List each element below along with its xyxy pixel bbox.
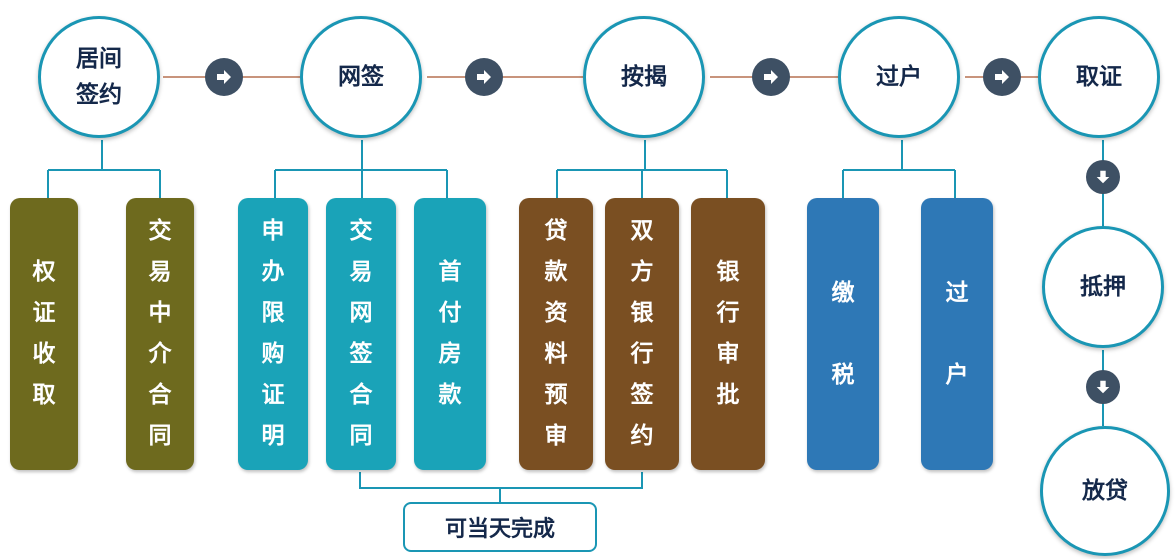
arrow-down-icon	[1086, 160, 1120, 194]
substep-label: 交易中介合同	[148, 218, 172, 449]
bracket-3	[556, 140, 728, 198]
substep-agency-contract: 交易中介合同	[126, 198, 194, 470]
substep-online-contract: 交易网签合同	[326, 198, 396, 470]
step-label: 放贷	[1082, 478, 1128, 504]
step-label: 按揭	[621, 64, 667, 90]
substep-pay-tax: 缴 税	[807, 198, 879, 470]
step-label: 抵押	[1080, 274, 1126, 300]
substep-label: 过 户	[945, 279, 969, 388]
step-label: 过户	[876, 64, 922, 90]
substep-loan-prereview: 贷款资料预审	[519, 198, 593, 470]
substep-label: 双方银行签约	[630, 218, 654, 449]
arrow-right-icon	[752, 58, 790, 96]
substep-bank-signing: 双方银行签约	[605, 198, 679, 470]
substep-ownership-docs: 权证收取	[10, 198, 78, 470]
step-circle-online-sign: 网签	[300, 16, 422, 138]
step-circle-contract: 居间 签约	[38, 16, 160, 138]
same-day-note: 可当天完成	[403, 502, 597, 552]
step-label: 网签	[338, 64, 384, 90]
arrow-right-icon	[983, 58, 1021, 96]
step-circle-transfer: 过户	[838, 16, 960, 138]
step-label: 取证	[1076, 64, 1122, 90]
bracket-2	[274, 140, 448, 198]
substep-label: 银行审批	[716, 259, 740, 408]
substep-label: 权证收取	[32, 259, 56, 408]
step-circle-disburse: 放贷	[1040, 426, 1170, 556]
substep-transfer: 过 户	[921, 198, 993, 470]
substep-label: 贷款资料预审	[544, 218, 568, 449]
substep-label: 缴 税	[831, 279, 855, 388]
substep-down-payment: 首付房款	[414, 198, 486, 470]
bracket-1	[47, 140, 161, 198]
substep-bank-approval: 银行审批	[691, 198, 765, 470]
arrow-right-icon	[205, 58, 243, 96]
same-day-bracket	[359, 472, 643, 502]
step-label: 居间 签约	[76, 46, 122, 108]
substep-label: 交易网签合同	[349, 218, 373, 449]
step-circle-certificate: 取证	[1038, 16, 1160, 138]
step-circle-pledge: 抵押	[1042, 226, 1164, 348]
note-label: 可当天完成	[444, 517, 555, 542]
bracket-4	[842, 140, 956, 198]
substep-label: 申办限购证明	[261, 218, 285, 449]
substep-purchase-permit: 申办限购证明	[238, 198, 308, 470]
substep-label: 首付房款	[438, 259, 462, 408]
arrow-right-icon	[465, 58, 503, 96]
step-circle-mortgage-loan: 按揭	[583, 16, 705, 138]
arrow-down-icon	[1086, 370, 1120, 404]
